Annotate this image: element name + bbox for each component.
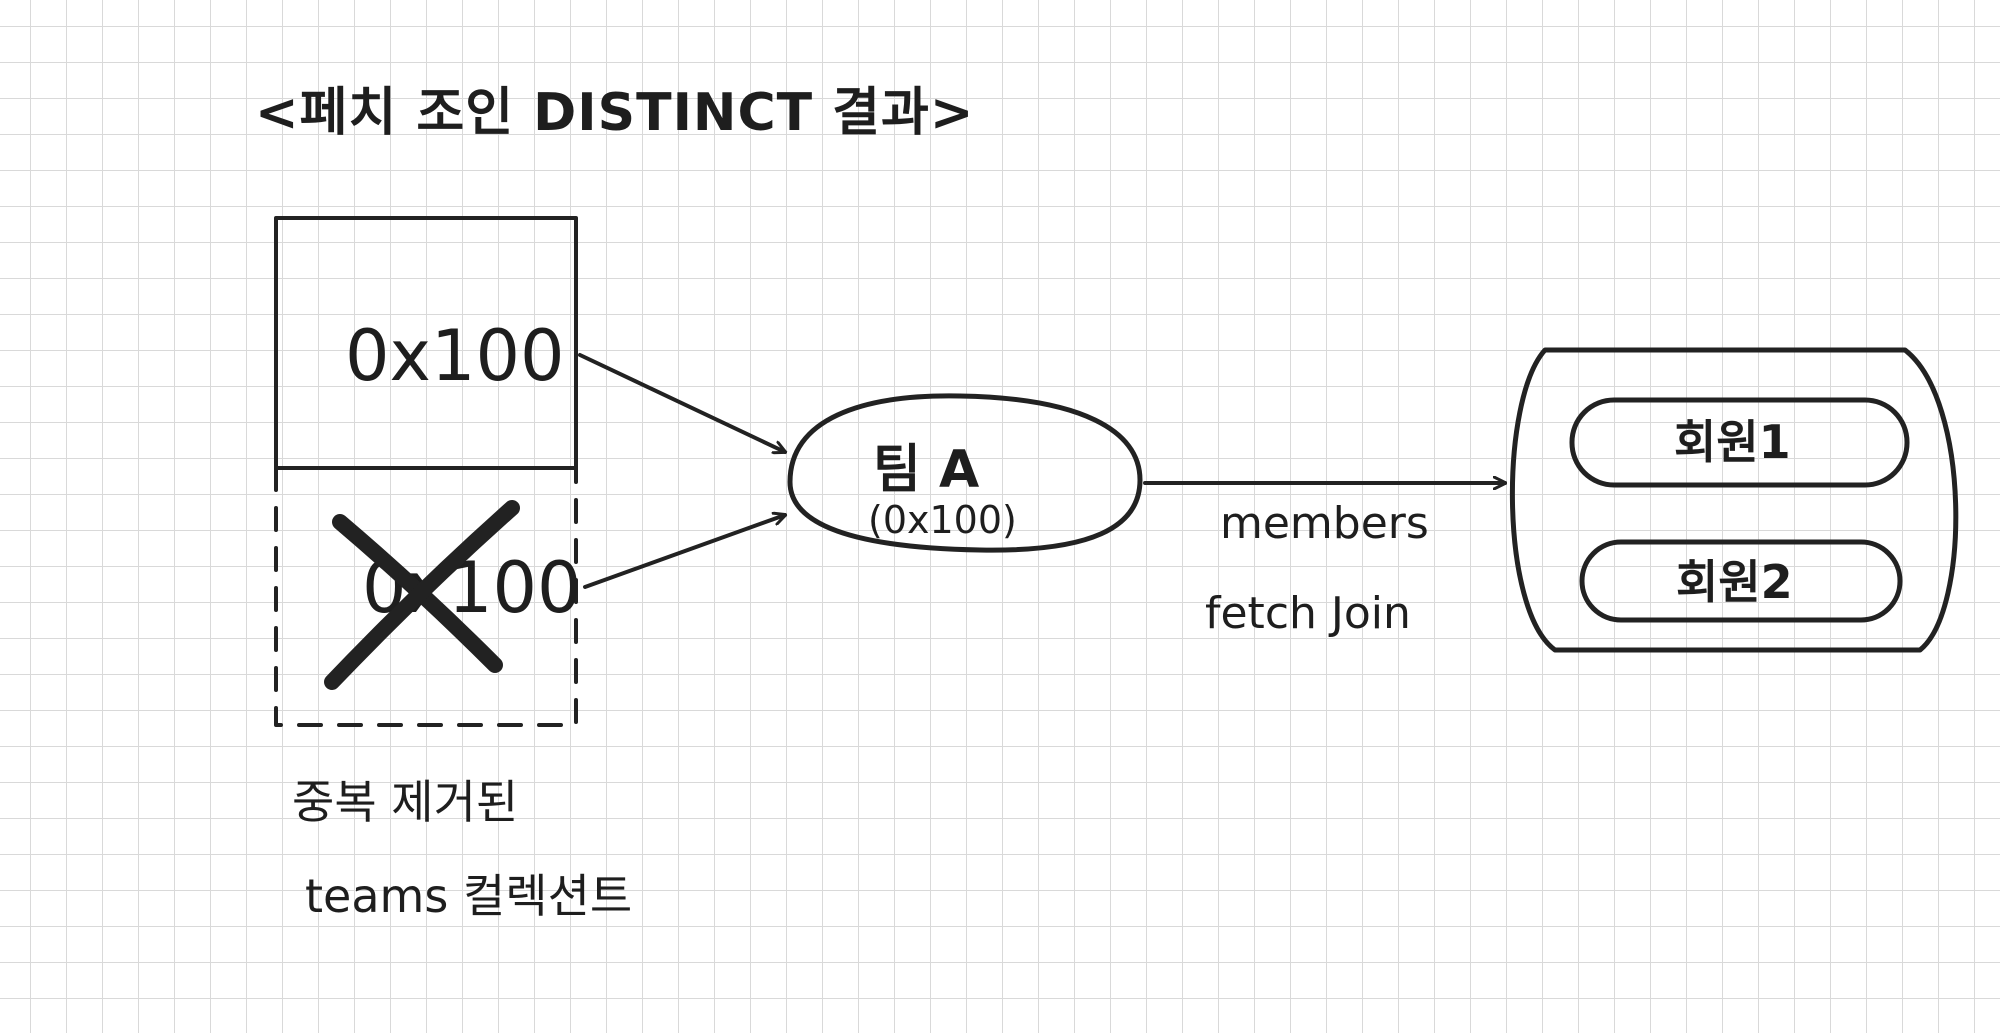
member-item: 회원1 — [1569, 397, 1910, 488]
caption-line1: 중복 제거된 — [292, 775, 518, 829]
arrow-removed-to-team — [583, 515, 785, 589]
diagram-title: <페치 조인 DISTINCT 결과> — [255, 83, 974, 143]
cross-out-icon — [324, 500, 520, 690]
edge-label-fetch-join: fetch Join — [1205, 588, 1411, 639]
kept-box-label: 0x100 — [345, 315, 565, 397]
team-a-name: 팀 A — [873, 440, 979, 500]
removed-team-box — [274, 466, 578, 727]
member-item: 회원2 — [1579, 539, 1903, 623]
team-a-node — [787, 393, 1143, 553]
caption-line2: teams 컬렉션트 — [305, 869, 632, 923]
edge-label-members: members — [1220, 498, 1429, 549]
member-label: 회원2 — [1676, 555, 1793, 609]
team-a-address: (0x100) — [868, 498, 1017, 542]
arrow-kept-to-team — [578, 353, 785, 452]
members-collection — [1509, 347, 1959, 653]
kept-team-box — [274, 216, 578, 470]
member-label: 회원1 — [1674, 415, 1791, 469]
